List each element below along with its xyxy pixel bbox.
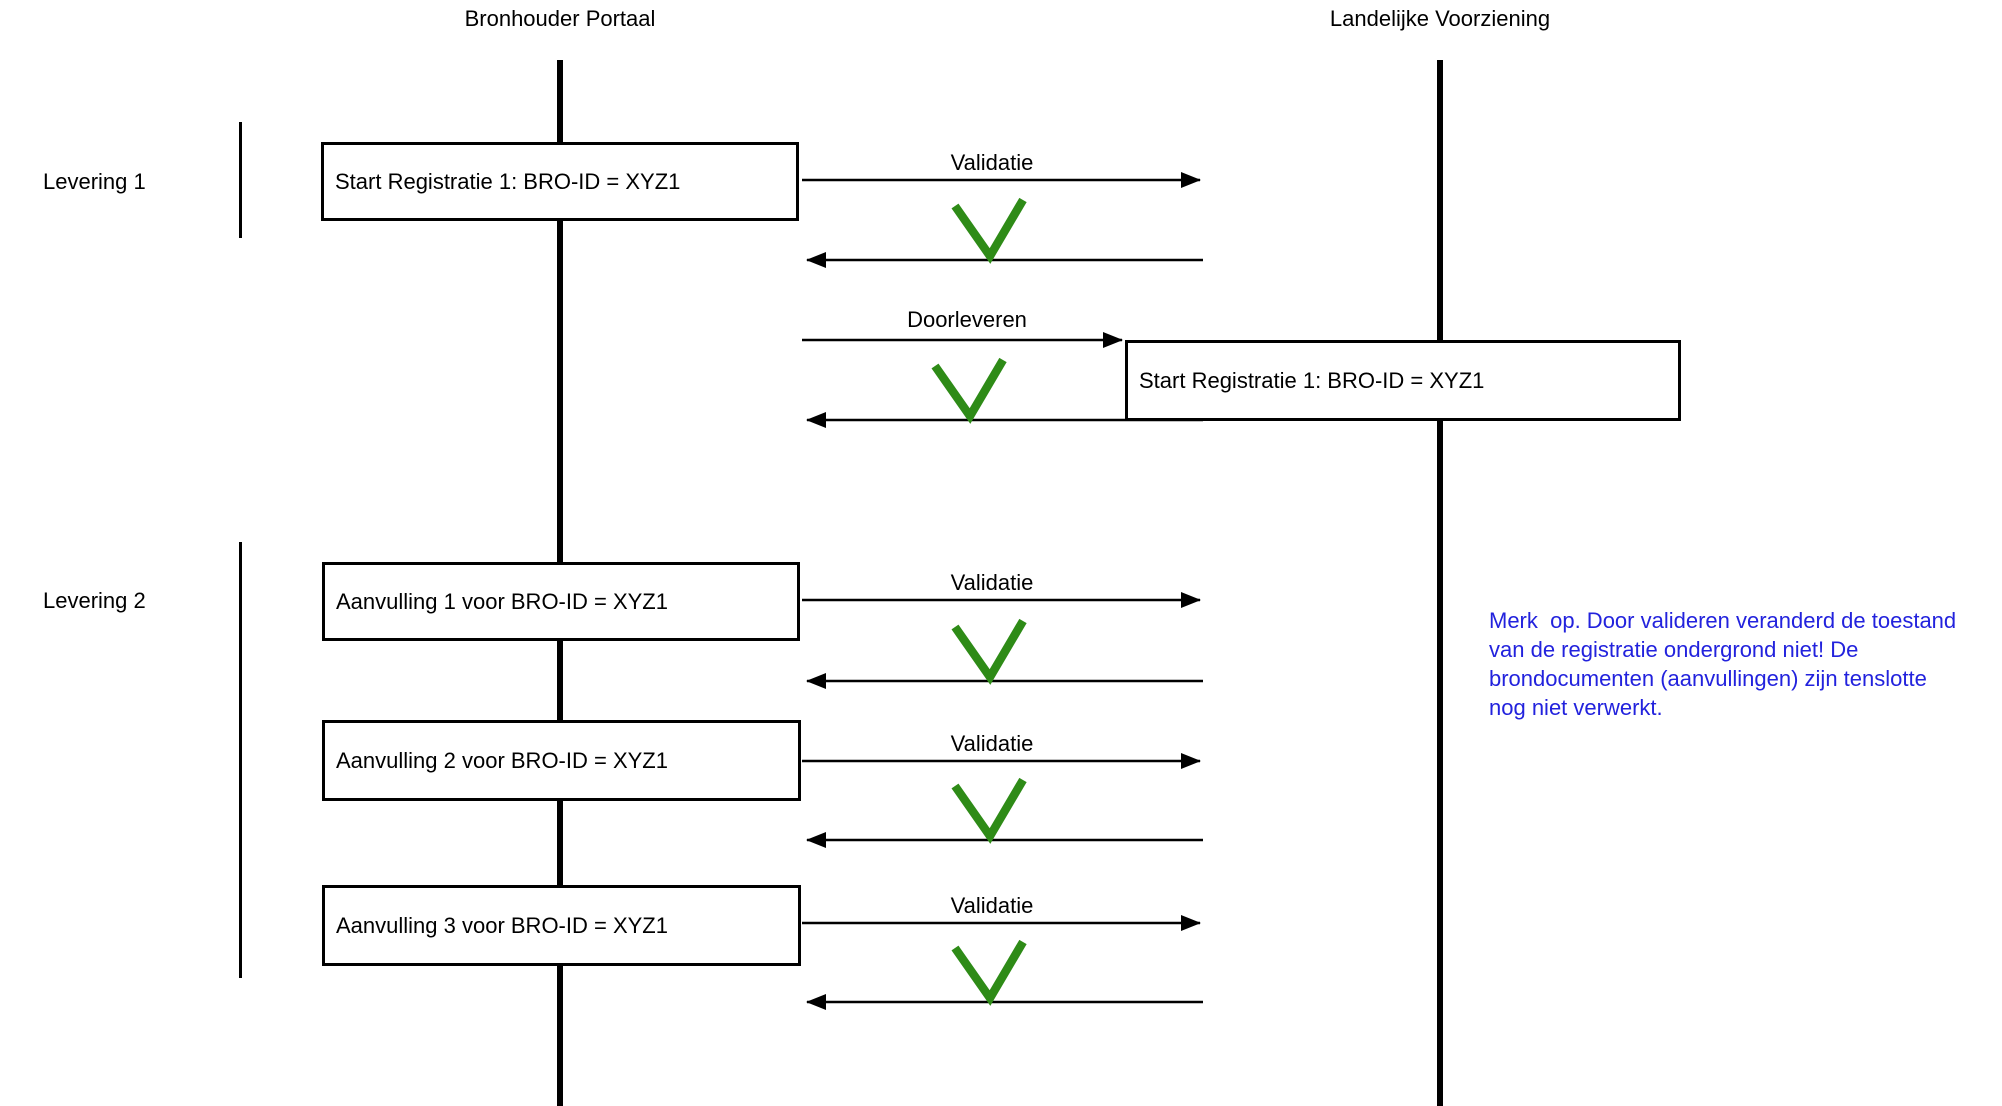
validatie-label-1: Validatie <box>950 150 1034 175</box>
note-text: Merk op. Door valideren veranderd de toe… <box>1489 606 2002 722</box>
validatie-label-3: Validatie <box>950 731 1034 756</box>
note-line: brondocumenten (aanvullingen) zijn tensl… <box>1489 666 1927 691</box>
check-icon-5 <box>951 939 1027 1006</box>
message-box-start-registratie-landelijk: Start Registratie 1: BRO-ID = XYZ1 <box>1125 340 1681 421</box>
note-line: nog niet verwerkt. <box>1489 695 1663 720</box>
validatie-label-2: Validatie <box>950 570 1034 595</box>
levering-2-label: Levering 2 <box>43 588 146 613</box>
message-box-aanvulling-1: Aanvulling 1 voor BRO-ID = XYZ1 <box>322 562 800 641</box>
doorleveren-label: Doorleveren <box>907 307 1027 332</box>
message-box-label: Aanvulling 3 voor BRO-ID = XYZ1 <box>336 912 668 938</box>
levering-1-label: Levering 1 <box>43 169 146 194</box>
note-line: Merk op. Door valideren veranderd de toe… <box>1489 608 1957 633</box>
check-icon-2 <box>931 357 1007 424</box>
check-icon-3 <box>951 618 1027 685</box>
message-box-label: Aanvulling 1 voor BRO-ID = XYZ1 <box>336 588 668 614</box>
note-line: van de registratie ondergrond niet! De <box>1489 637 1859 662</box>
message-box-start-registratie-bronhouder: Start Registratie 1: BRO-ID = XYZ1 <box>321 142 799 221</box>
message-box-label: Start Registratie 1: BRO-ID = XYZ1 <box>335 168 681 194</box>
check-icon-1 <box>951 197 1027 264</box>
actor-label-bronhouder-portaal: Bronhouder Portaal <box>464 6 656 31</box>
message-box-aanvulling-3: Aanvulling 3 voor BRO-ID = XYZ1 <box>322 885 801 966</box>
message-box-label: Start Registratie 1: BRO-ID = XYZ1 <box>1139 367 1485 393</box>
message-box-aanvulling-2: Aanvulling 2 voor BRO-ID = XYZ1 <box>322 720 801 801</box>
actor-label-landelijke-voorziening: Landelijke Voorziening <box>1329 6 1551 31</box>
validatie-label-4: Validatie <box>950 893 1034 918</box>
check-icon-4 <box>951 777 1027 844</box>
message-box-label: Aanvulling 2 voor BRO-ID = XYZ1 <box>336 747 668 773</box>
